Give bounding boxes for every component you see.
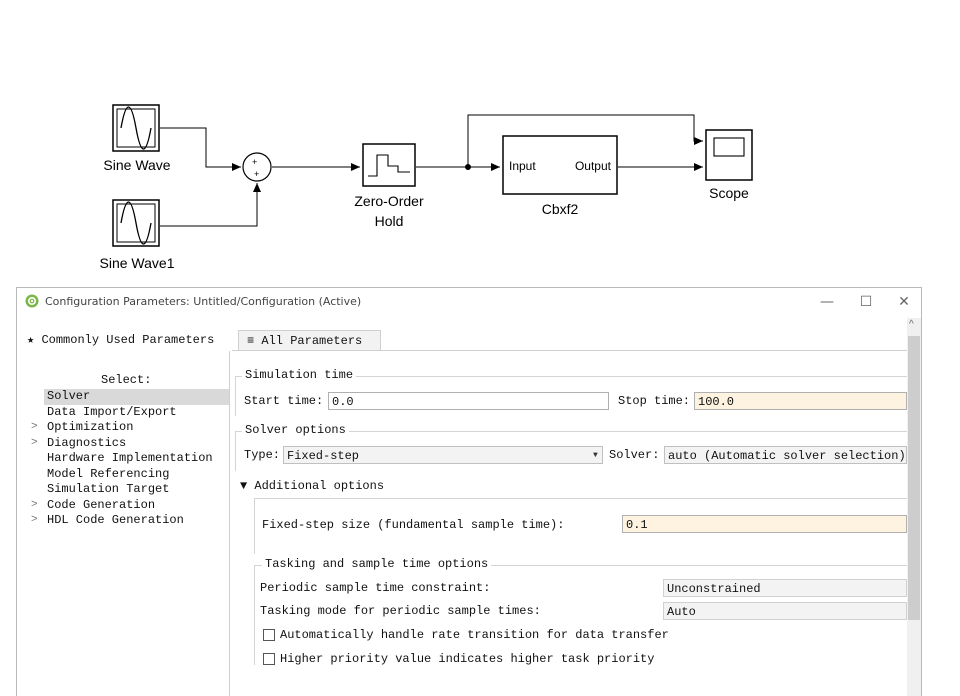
tab-all-parameters-label: All Parameters bbox=[261, 334, 363, 348]
dropdown-arrow-icon[interactable]: ▼ bbox=[593, 451, 598, 460]
branch-point bbox=[465, 164, 471, 170]
rate-transition-checkbox[interactable] bbox=[263, 629, 275, 641]
group-rule bbox=[235, 431, 907, 432]
group-rule bbox=[254, 565, 907, 566]
tab-divider bbox=[232, 350, 921, 351]
fixed-step-size-label: Fixed-step size (fundamental sample time… bbox=[262, 518, 565, 532]
select-label: Select: bbox=[101, 373, 152, 387]
additional-options-toggle[interactable]: ▼ Additional options bbox=[240, 479, 384, 493]
tab-all-parameters[interactable]: ≡ All Parameters bbox=[238, 330, 381, 350]
sidebar-item-hardware-implementation[interactable]: Hardware Implementation bbox=[47, 451, 213, 465]
sidebar-item-data-import-export[interactable]: Data Import/Export bbox=[47, 404, 177, 419]
solver-dropdown[interactable]: auto (Automatic solver selection) bbox=[664, 446, 907, 464]
rate-transition-label: Automatically handle rate transition for… bbox=[280, 628, 669, 642]
group-rule bbox=[235, 376, 907, 377]
group-rule bbox=[254, 498, 255, 554]
sidebar-item-hdl-code-generation[interactable]: >HDL Code Generation bbox=[31, 513, 184, 527]
sine-wave-block[interactable]: Sine Wave bbox=[103, 104, 171, 173]
periodic-constraint-dropdown[interactable]: Unconstrained bbox=[663, 579, 907, 597]
solver-label: Solver: bbox=[609, 448, 660, 462]
group-rule bbox=[254, 565, 255, 665]
solver-type-value: Fixed-step bbox=[287, 449, 360, 463]
chevron-right-icon[interactable]: > bbox=[31, 436, 38, 449]
close-button[interactable]: ✕ bbox=[898, 294, 910, 310]
tasking-mode-dropdown[interactable]: Auto bbox=[663, 602, 907, 620]
stop-time-input[interactable]: 100.0 bbox=[694, 392, 907, 410]
sidebar-item-simulation-target[interactable]: Simulation Target bbox=[47, 482, 170, 496]
zoh-label-line1: Zero-Order bbox=[354, 193, 424, 209]
scrollbar-thumb[interactable] bbox=[908, 336, 920, 620]
tasking-mode-label: Tasking mode for periodic sample times: bbox=[260, 604, 541, 618]
chevron-right-icon[interactable]: > bbox=[31, 498, 38, 511]
list-icon: ≡ bbox=[247, 334, 255, 348]
maximize-button[interactable]: ☐ bbox=[859, 294, 873, 310]
fixed-step-size-input[interactable]: 0.1 bbox=[622, 515, 907, 533]
triangle-down-icon: ▼ bbox=[240, 479, 248, 493]
sidebar-item-model-referencing[interactable]: Model Referencing bbox=[47, 466, 170, 481]
group-rule bbox=[254, 498, 907, 499]
simulation-time-group-label: Simulation time bbox=[242, 368, 357, 382]
start-time-label: Start time: bbox=[244, 394, 324, 408]
dialog-title: Configuration Parameters: Untitled/Confi… bbox=[45, 295, 362, 308]
vertical-scrollbar[interactable]: ^ bbox=[907, 318, 921, 696]
sidebar-item-code-generation[interactable]: >Code Generation bbox=[31, 497, 156, 512]
tab-commonly-used-label: Commonly Used Parameters bbox=[41, 333, 215, 347]
title-bar[interactable]: Configuration Parameters: Untitled/Confi… bbox=[17, 288, 921, 316]
priority-checkbox[interactable] bbox=[263, 653, 275, 665]
sum-plus-bottom: + bbox=[254, 169, 259, 179]
cbxf2-subsystem-block[interactable]: Input Output Cbxf2 bbox=[502, 135, 618, 217]
sum-plus-top: + bbox=[252, 157, 257, 167]
additional-options-label: Additional options bbox=[254, 479, 385, 493]
model-canvas[interactable]: Sine Wave Sine Wave1 + + Zero-Order Hold… bbox=[0, 0, 960, 285]
zero-order-hold-block[interactable]: Zero-Order Hold bbox=[354, 143, 424, 229]
periodic-constraint-label: Periodic sample time constraint: bbox=[260, 581, 491, 595]
sidebar-item-optimization[interactable]: >Optimization bbox=[31, 420, 134, 434]
priority-label: Higher priority value indicates higher t… bbox=[280, 652, 655, 666]
category-sidebar: Select: Solver Data Import/Export >Optim… bbox=[17, 351, 230, 696]
subsystem-output-port: Output bbox=[575, 159, 612, 173]
zoh-label-line2: Hold bbox=[375, 213, 404, 229]
signal-lines bbox=[160, 114, 703, 227]
sine-wave1-block[interactable]: Sine Wave1 bbox=[100, 199, 175, 271]
subsystem-label: Cbxf2 bbox=[542, 201, 579, 217]
start-time-input[interactable]: 0.0 bbox=[328, 392, 609, 410]
solver-options-group-label: Solver options bbox=[242, 423, 349, 437]
chevron-right-icon[interactable]: > bbox=[31, 421, 38, 433]
configuration-parameters-dialog: Configuration Parameters: Untitled/Confi… bbox=[16, 287, 922, 696]
type-label: Type: bbox=[244, 448, 281, 462]
scope-block[interactable]: Scope bbox=[705, 129, 753, 201]
simulink-app-icon bbox=[25, 294, 39, 308]
stop-time-label: Stop time: bbox=[618, 394, 691, 408]
sidebar-item-diagnostics[interactable]: >Diagnostics bbox=[31, 435, 127, 450]
sidebar-item-solver[interactable]: Solver bbox=[44, 389, 229, 405]
tasking-group-label: Tasking and sample time options bbox=[262, 557, 492, 571]
category-tree: Solver Data Import/Export >Optimization … bbox=[17, 389, 229, 529]
chevron-right-icon[interactable]: > bbox=[31, 514, 38, 526]
star-icon: ★ bbox=[27, 333, 35, 347]
sine-wave1-label: Sine Wave1 bbox=[100, 255, 175, 271]
group-rule bbox=[235, 431, 236, 471]
group-rule bbox=[235, 376, 236, 416]
sine-wave-label: Sine Wave bbox=[103, 157, 170, 173]
subsystem-input-port: Input bbox=[509, 159, 536, 173]
scroll-up-arrow[interactable]: ^ bbox=[909, 319, 914, 330]
minimize-button[interactable]: — bbox=[820, 294, 834, 310]
scope-label: Scope bbox=[709, 185, 749, 201]
tab-commonly-used-parameters[interactable]: ★ Commonly Used Parameters bbox=[19, 330, 232, 350]
solver-type-dropdown[interactable]: Fixed-step bbox=[283, 446, 603, 464]
sum-block[interactable]: + + bbox=[242, 152, 272, 182]
